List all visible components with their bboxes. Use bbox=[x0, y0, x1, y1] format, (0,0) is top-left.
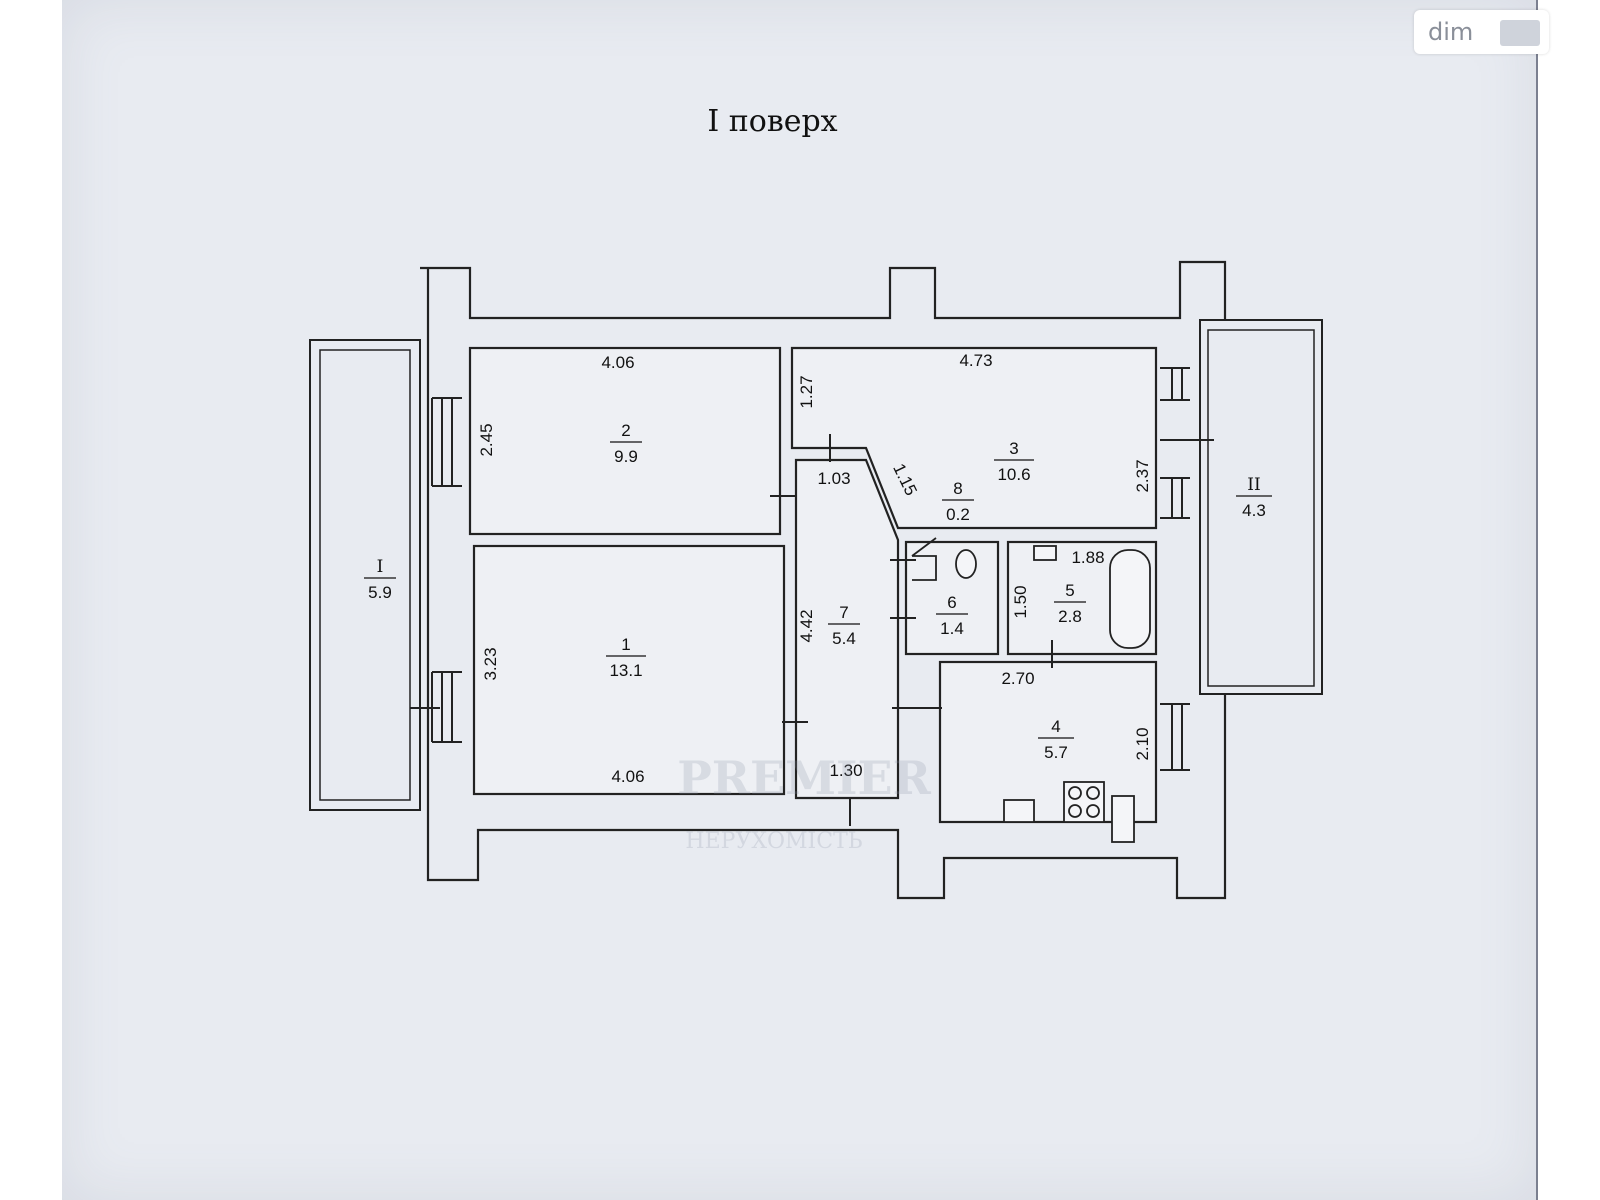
dim-room3-width: 4.73 bbox=[959, 351, 992, 370]
room-2 bbox=[468, 346, 782, 536]
room-3 bbox=[790, 346, 1158, 530]
balcony-II bbox=[1199, 319, 1323, 695]
stamp-line1: PREMIER bbox=[677, 751, 931, 805]
window-room4 bbox=[1160, 703, 1190, 771]
boiler-icon bbox=[1111, 795, 1135, 843]
stamp-line2: НЕРУХОМІСТЬ bbox=[685, 829, 862, 854]
ria-logo-icon bbox=[1500, 20, 1540, 46]
kitchen-sink-icon bbox=[1003, 799, 1035, 823]
room-2-area: 9.9 bbox=[614, 447, 638, 466]
room-1 bbox=[472, 544, 786, 796]
window-room3a bbox=[1160, 367, 1190, 401]
room-6-number: 6 bbox=[947, 593, 956, 612]
watermark-badge: dim bbox=[1414, 10, 1549, 54]
dim-room1-height: 3.23 bbox=[481, 647, 500, 680]
dim-room3-entry: 1.27 bbox=[797, 375, 816, 408]
room-3-area: 10.6 bbox=[997, 465, 1030, 484]
room-1-number: 1 bbox=[621, 635, 630, 654]
room-7-number: 7 bbox=[839, 603, 848, 622]
dim-room4-height: 2.10 bbox=[1133, 727, 1152, 760]
dim-room2-height: 2.45 bbox=[477, 423, 496, 456]
page-title: I поверх bbox=[707, 104, 838, 139]
balcony-I bbox=[309, 339, 421, 811]
dim-room3-height: 2.37 bbox=[1133, 459, 1152, 492]
room-3-number: 3 bbox=[1009, 439, 1018, 458]
sheet-edge bbox=[1536, 0, 1538, 1200]
room-5-number: 5 bbox=[1065, 581, 1074, 600]
room-5-area: 2.8 bbox=[1058, 607, 1082, 626]
bathtub-icon bbox=[1109, 549, 1151, 649]
watermark-text: dim bbox=[1428, 18, 1474, 46]
balcony-II-area: 4.3 bbox=[1242, 501, 1266, 520]
room-6-area: 1.4 bbox=[940, 619, 964, 638]
balcony-I-area: 5.9 bbox=[368, 583, 392, 602]
dim-room7-width: 1.03 bbox=[817, 469, 850, 488]
dim-room5-height: 1.50 bbox=[1011, 585, 1030, 618]
dim-room2-width: 4.06 bbox=[601, 353, 634, 372]
toilet-icon bbox=[955, 549, 977, 579]
room-4-number: 4 bbox=[1051, 717, 1060, 736]
balcony-II-number: II bbox=[1247, 475, 1260, 495]
room-7 bbox=[794, 458, 900, 800]
room-4-area: 5.7 bbox=[1044, 743, 1068, 762]
dim-corridor-width: 1.30 bbox=[829, 761, 862, 780]
room-7-area: 5.4 bbox=[832, 629, 856, 648]
door-marks bbox=[410, 434, 1214, 826]
room-1-area: 13.1 bbox=[609, 661, 642, 680]
window-room3b bbox=[1160, 477, 1190, 519]
balcony-I-number: I bbox=[377, 557, 384, 577]
sink-icon bbox=[1033, 545, 1057, 561]
room-8-area: 0.2 bbox=[946, 505, 970, 524]
stove-icon bbox=[1063, 781, 1105, 823]
room-8-number: 8 bbox=[953, 479, 962, 498]
room-2-number: 2 bbox=[621, 421, 630, 440]
dim-room4-width: 2.70 bbox=[1001, 669, 1034, 688]
dim-room1-width: 4.06 bbox=[611, 767, 644, 786]
room-6 bbox=[904, 540, 1000, 656]
dim-room5-width: 1.88 bbox=[1071, 548, 1104, 567]
window-room2 bbox=[431, 397, 462, 487]
dim-room7-length: 4.42 bbox=[797, 609, 816, 642]
